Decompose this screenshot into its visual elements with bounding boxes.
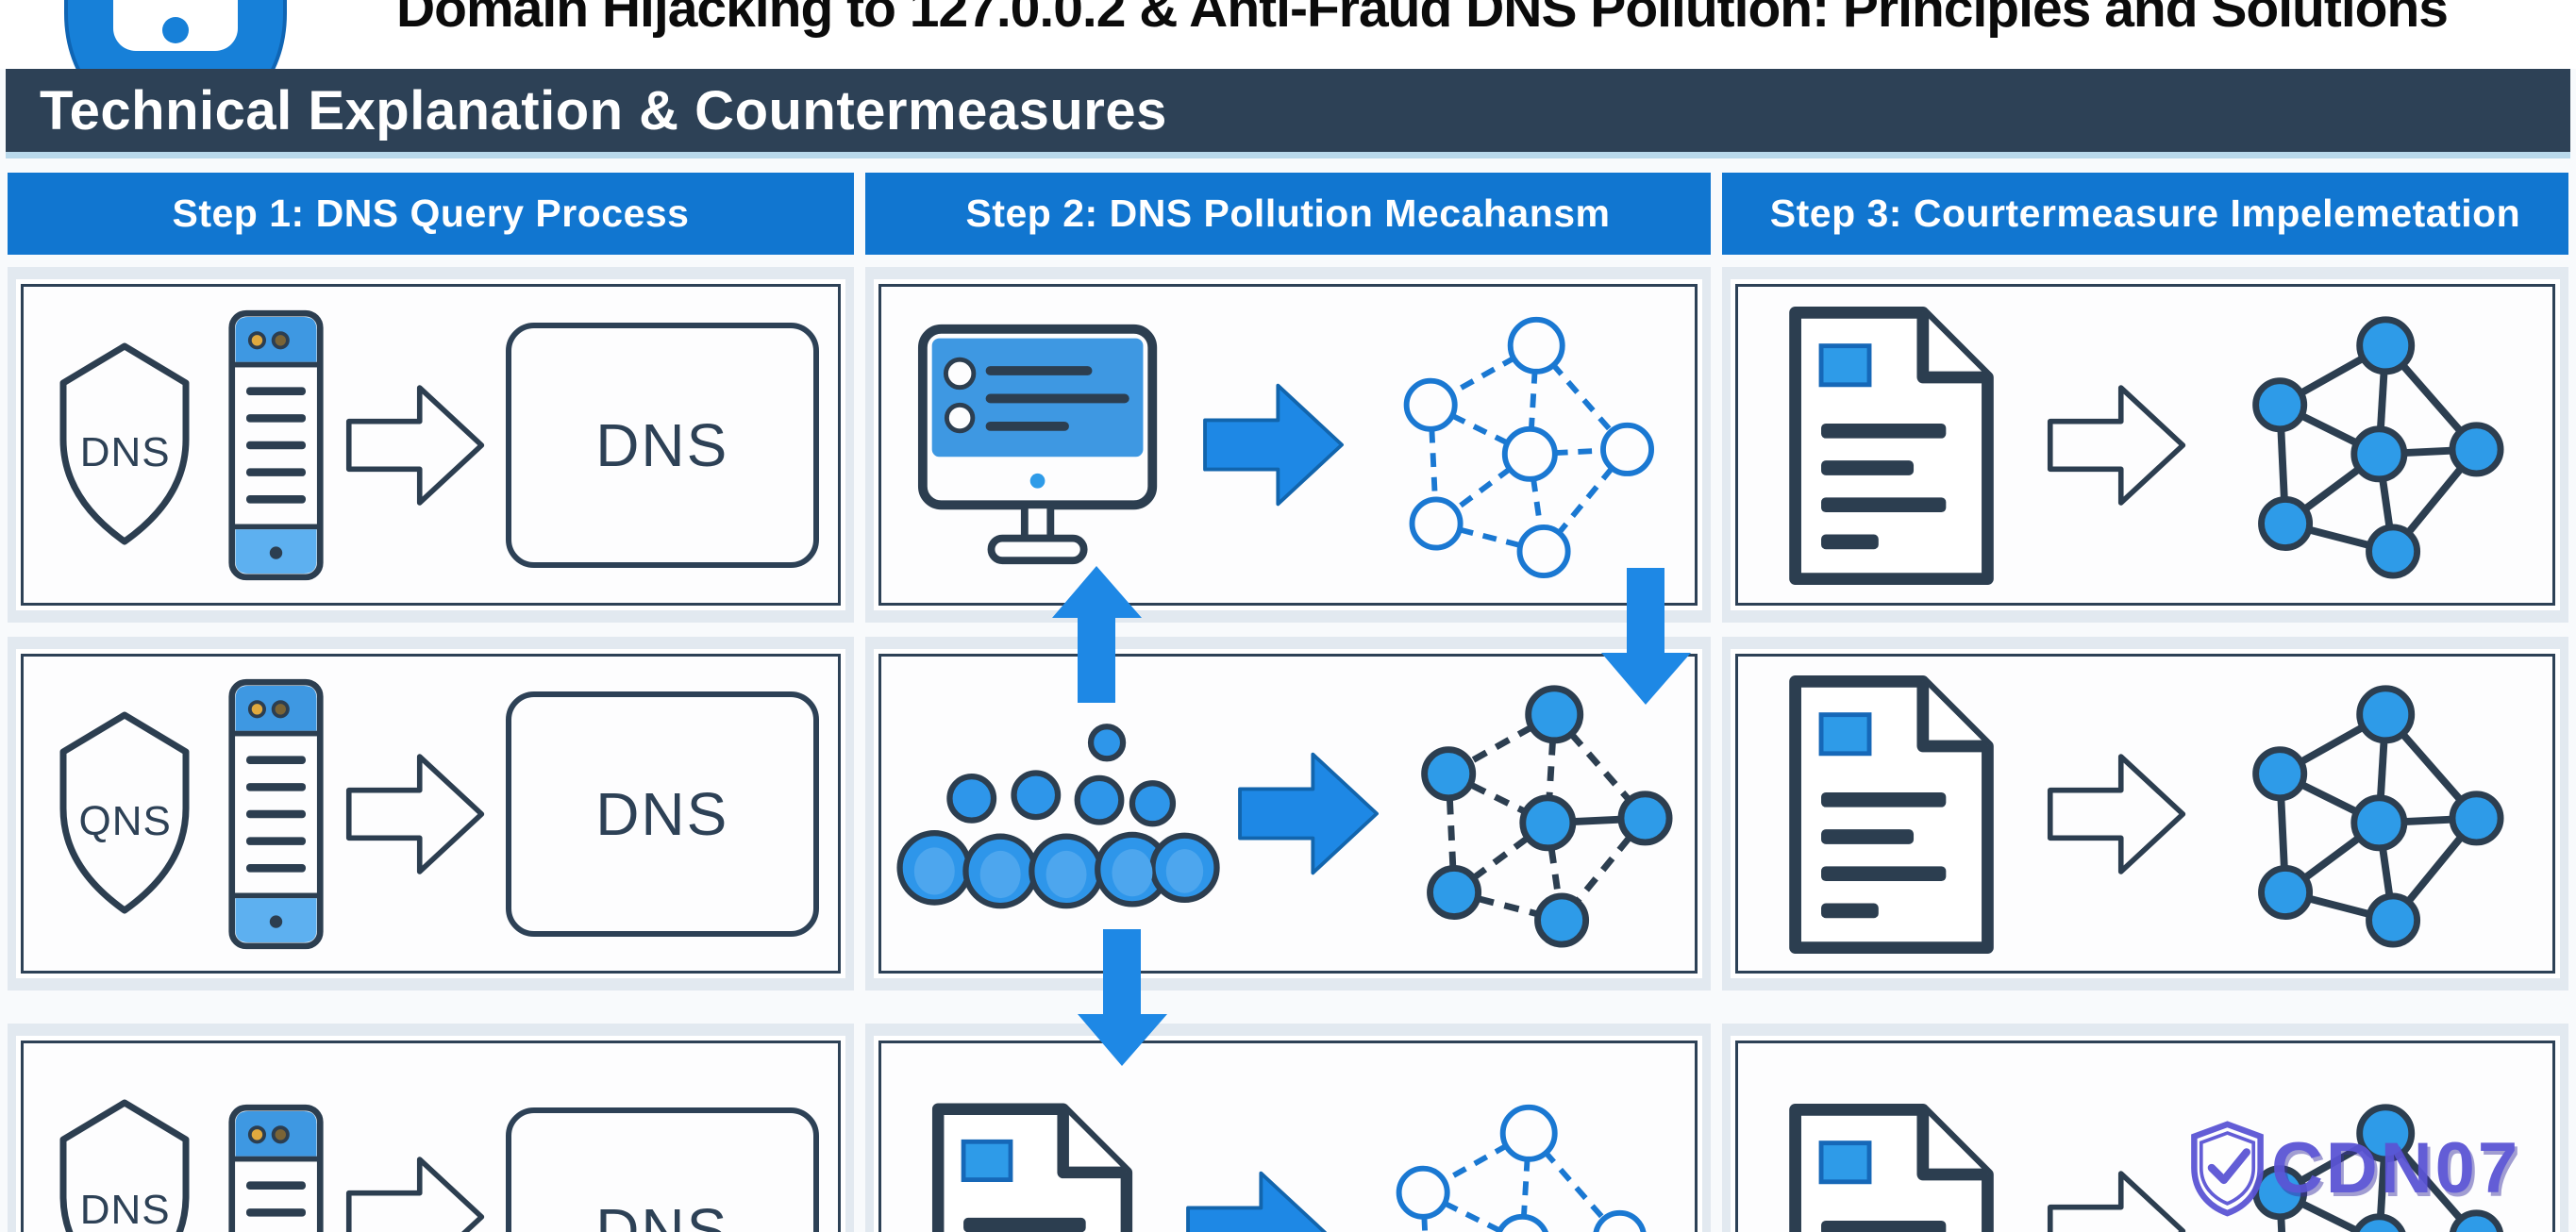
- dashed-outline-network-icon: [1369, 1098, 1657, 1232]
- column-header-step3: Step 3: Courtermeasure Impelemetation: [1722, 173, 2568, 255]
- solid-blue-right-arrow-icon: [1236, 745, 1382, 882]
- dns-server-box: DNS: [505, 691, 819, 937]
- panel-step3-row1: [1722, 267, 2568, 623]
- outline-right-arrow-icon: [2047, 747, 2188, 881]
- shield-label: DNS: [79, 1186, 171, 1232]
- panel-step1-row1: DNS DNS: [8, 267, 854, 623]
- watermark-shield-check-icon: [2187, 1119, 2267, 1217]
- section-header-text: Technical Explanation & Countermeasures: [40, 79, 1167, 142]
- shield-label: DNS: [79, 429, 171, 476]
- down-flow-arrow-icon: [1078, 929, 1167, 1066]
- title-band: Domain Hijacking to 127.0.0.2 & Anti-Fra…: [0, 0, 2576, 69]
- outline-right-arrow-icon: [345, 378, 487, 512]
- server-phone-icon: [226, 673, 326, 956]
- cell-step2-row1: [878, 284, 1698, 606]
- panel-step2-row3: [865, 1024, 1711, 1232]
- panel-step2-row2: [865, 637, 1711, 991]
- shield-label: QNS: [78, 798, 172, 845]
- document-icon: [1777, 1098, 2008, 1232]
- qns-shield-icon: QNS: [42, 710, 208, 918]
- desktop-monitor-list-icon: [912, 320, 1171, 570]
- outline-right-arrow-icon: [2047, 378, 2188, 512]
- dns-box-label: DNS: [595, 1196, 729, 1232]
- panel-step3-row2: [1722, 637, 2568, 991]
- solid-filled-network-icon: [2226, 310, 2514, 579]
- watermark: CDN07: [2187, 1119, 2520, 1217]
- outline-right-arrow-icon: [345, 747, 487, 881]
- server-phone-icon: [226, 1098, 326, 1232]
- section-header-bar: Technical Explanation & Countermeasures: [6, 69, 2570, 158]
- cell-step2-row3: [878, 1041, 1698, 1232]
- dns-box-label: DNS: [595, 410, 729, 479]
- dns-shield-icon: DNS: [42, 1098, 208, 1232]
- dashed-outline-network-icon: [1377, 310, 1664, 579]
- outline-right-arrow-icon: [345, 1150, 487, 1232]
- column-header-step1: Step 1: DNS Query Process: [8, 173, 854, 255]
- dns-shield-icon: DNS: [42, 341, 208, 549]
- down-flow-arrow-icon: [1601, 568, 1691, 705]
- solid-blue-right-arrow-icon: [1184, 1164, 1330, 1232]
- dashed-filled-network-icon: [1395, 679, 1682, 948]
- outline-right-arrow-icon: [2047, 1164, 2188, 1232]
- crowd-users-icon: [894, 712, 1224, 915]
- document-search-icon: [920, 1098, 1146, 1232]
- dns-box-label: DNS: [595, 779, 729, 848]
- cell-step3-row3: [1735, 1041, 2555, 1232]
- page-title: Domain Hijacking to 127.0.0.2 & Anti-Fra…: [396, 0, 2449, 39]
- cell-step1-row1: DNS DNS: [21, 284, 841, 606]
- cell-step2-row2: [878, 654, 1698, 974]
- cell-step1-row2: QNS DNS: [21, 654, 841, 974]
- dns-server-box: DNS: [505, 322, 819, 568]
- panel-step1-row2: QNS DNS: [8, 637, 854, 991]
- cell-step3-row2: [1735, 654, 2555, 974]
- up-flow-arrow-icon: [1052, 566, 1142, 703]
- cell-step1-row3: DNS DNS: [21, 1041, 841, 1232]
- cell-step3-row1: [1735, 284, 2555, 606]
- server-phone-icon: [226, 304, 326, 587]
- watermark-text: CDN07: [2271, 1127, 2521, 1208]
- dns-server-box: DNS: [505, 1107, 819, 1232]
- column-header-step2: Step 2: DNS Pollution Mecahansm: [865, 173, 1711, 255]
- panel-step1-row3: DNS DNS: [8, 1024, 854, 1232]
- panel-step3-row3: [1722, 1024, 2568, 1232]
- solid-filled-network-icon: [2226, 679, 2514, 948]
- document-icon: [1777, 670, 2008, 957]
- panel-step2-row1: [865, 267, 1711, 623]
- document-icon: [1777, 301, 2008, 589]
- solid-blue-right-arrow-icon: [1201, 376, 1347, 513]
